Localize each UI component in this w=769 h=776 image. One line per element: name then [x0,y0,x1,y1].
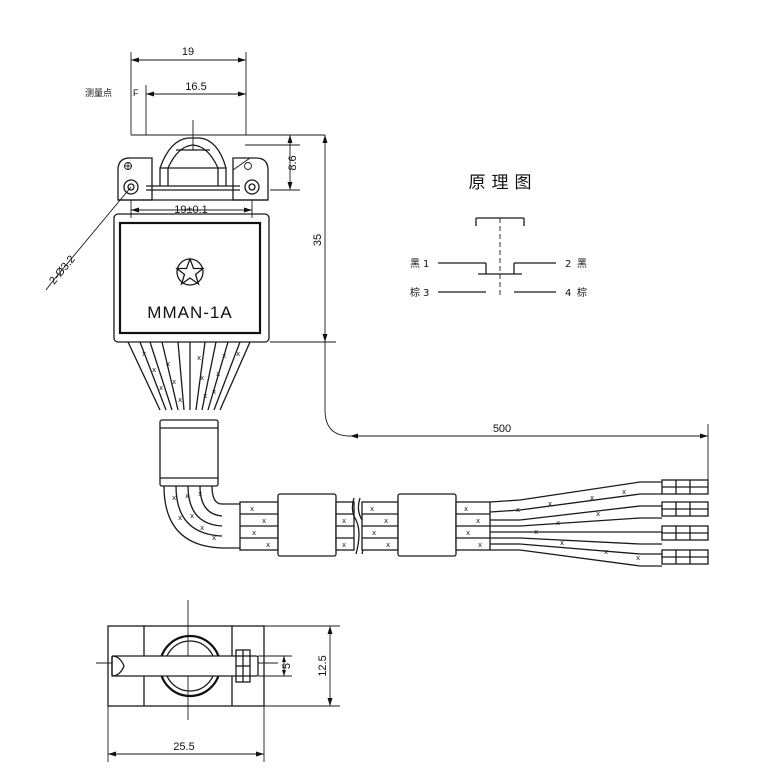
svg-text:x: x [266,541,270,549]
svg-text:x: x [370,505,374,513]
terminal-4-color: 棕 [577,286,587,299]
svg-text:x: x [464,505,468,513]
cable-length-dimension: 500 [324,342,709,480]
dim-cable-length: 500 [493,423,511,435]
svg-text:x: x [178,396,182,404]
svg-text:x: x [178,514,182,522]
bottom-view: 5 12.5 25.5 [96,600,340,762]
terminal-2-number: 2 [565,259,571,270]
dim-base-height: 12.5 [317,655,329,676]
cable-sleeve-3 [397,493,457,557]
svg-text:x: x [252,529,256,537]
switch-body: MMAN-1A 35 [113,135,336,343]
svg-text:x: x [622,488,626,496]
svg-text:x: x [516,506,520,514]
terminal-1-number: 1 [423,259,429,270]
schematic: 原理图 黑 1 2 黑 棕 3 4 棕 [410,173,587,299]
svg-text:x: x [203,392,207,400]
svg-text:x: x [200,524,204,532]
svg-text:x: x [534,528,538,536]
measure-point-label: 测量点 [85,88,112,98]
svg-text:x: x [596,510,600,518]
cable-sleeve-2 [277,493,337,557]
cable-sleeve-1 [159,419,219,487]
terminal-3-color: 棕 [410,286,420,299]
svg-text:x: x [236,350,240,358]
dim-top-width: 19 [182,46,194,58]
svg-text:x: x [159,384,163,392]
svg-text:x: x [636,554,640,562]
wire-bend: x x x x x x x [163,485,240,549]
dim-plunger-height: 8.6 [287,155,299,170]
terminal-2-color: 黑 [577,258,587,270]
terminal-1-color: 黑 [410,258,420,270]
svg-text:x: x [190,512,194,520]
svg-text:x: x [548,500,552,508]
dim-hole-diameter: 2-Ø3.2 [47,253,78,286]
svg-text:x: x [198,490,202,498]
force-marker: F [133,88,139,98]
terminal-4-number: 4 [565,288,571,299]
dim-slot-height: 5 [281,663,293,669]
svg-text:x: x [466,529,470,537]
svg-text:x: x [216,370,220,378]
switch-top: 19±0.1 8.6 2-Ø3.2 [45,120,300,291]
svg-text:x: x [212,534,216,542]
svg-text:x: x [590,494,594,502]
svg-text:x: x [200,374,204,382]
svg-text:x: x [560,539,564,547]
svg-text:x: x [142,350,146,358]
svg-text:x: x [262,517,266,525]
svg-text:x: x [604,548,608,556]
svg-text:x: x [212,388,216,396]
svg-text:x: x [556,519,560,527]
dim-body-height: 35 [312,234,324,246]
top-dimension-group: 19 16.5 测量点 F [85,46,325,146]
wire-fanout: x x x x x x x x x x [489,481,662,567]
svg-text:x: x [185,492,189,500]
cable-segment-2: x x x x x x [335,497,399,555]
svg-text:x: x [386,541,390,549]
terminal-lugs [661,479,709,565]
svg-text:x: x [166,360,170,368]
wire-bundle-top: x x x x x x x x x x x x x [127,341,251,411]
svg-text:x: x [342,541,346,549]
model-label: MMAN-1A [147,303,232,322]
svg-text:x: x [222,352,226,360]
svg-text:x: x [342,517,346,525]
schematic-title: 原理图 [469,173,538,193]
svg-text:x: x [250,505,254,513]
svg-text:x: x [197,354,201,362]
cable-segment-1: x x x x [239,501,279,551]
svg-text:x: x [476,517,480,525]
dim-base-width: 25.5 [173,741,194,753]
svg-text:x: x [172,494,176,502]
cable-segment-3: x x x x [455,501,491,551]
svg-text:x: x [372,529,376,537]
svg-text:x: x [478,541,482,549]
svg-text:x: x [384,517,388,525]
svg-text:x: x [172,378,176,386]
svg-text:x: x [152,366,156,374]
dim-inner-width: 16.5 [185,81,206,93]
dim-hole-spacing: 19±0.1 [174,204,208,216]
terminal-3-number: 3 [423,288,429,299]
